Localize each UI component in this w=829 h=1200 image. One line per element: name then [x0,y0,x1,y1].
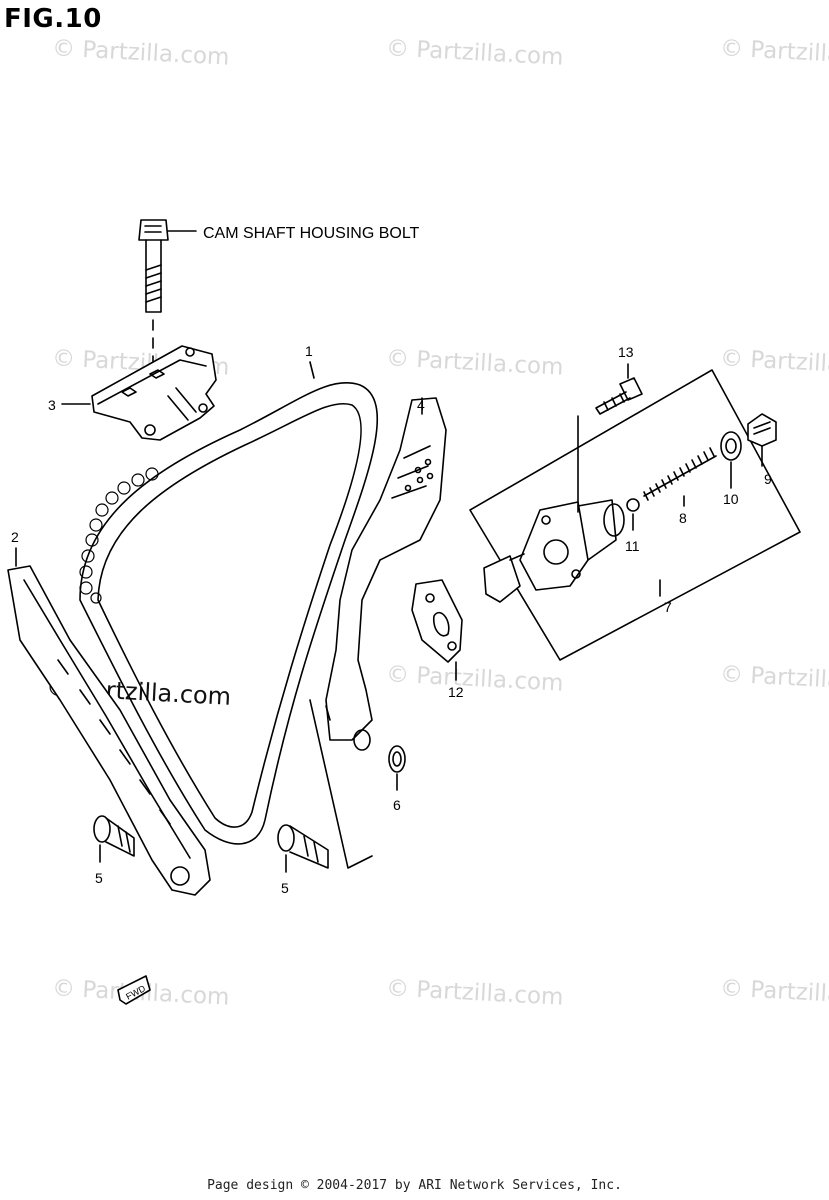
callout-13: 13 [618,344,634,360]
part-6-washer [388,745,406,791]
part-7-tensioner-assembly-box [469,369,801,661]
part-2-chain-guide [7,547,211,896]
callout-7: 7 [664,599,672,615]
fwd-arrow-icon: FWD [117,975,151,1005]
callout-12: 12 [448,684,464,700]
part-5-bolt-left [93,815,135,863]
callout-6: 6 [393,797,401,813]
part-12-gasket [411,579,463,681]
part-8-spring [643,447,717,507]
part-4-tensioner-arm [325,397,447,751]
figure-title: FIG.10 [4,4,102,34]
callout-9: 9 [764,471,772,487]
callout-10: 10 [723,491,739,507]
part-1-cam-chain [79,361,379,845]
callout-5-right: 5 [281,880,289,896]
callout-3: 3 [48,397,56,413]
page-footer: Page design © 2004-2017 by ARI Network S… [207,1178,622,1193]
callout-11: 11 [625,538,640,554]
part-11-check-ball [626,498,640,512]
callout-8: 8 [679,510,687,526]
part-5-bolt-right [277,824,329,873]
callout-5-left: 5 [95,870,103,886]
part-3-guide-bracket [61,345,217,441]
guide-reference-triangle [309,699,373,869]
part-10-washer [720,431,742,489]
part-13-bolt [595,363,643,415]
part-9-plug-bolt [747,413,777,467]
callout-1: 1 [305,343,313,359]
callout-4: 4 [417,397,425,413]
callout-2: 2 [11,529,19,545]
callout-cam-shaft-housing-bolt: CAM SHAFT HOUSING BOLT [203,225,420,242]
part-7-tensioner-body [483,415,625,603]
